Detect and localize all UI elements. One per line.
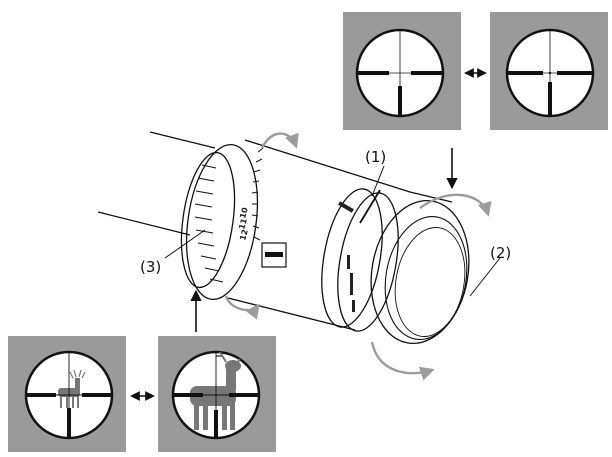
eyepiece-rear <box>180 151 236 289</box>
top-left-reticle-panel <box>343 12 461 130</box>
scale-label-11: 11 <box>237 217 249 231</box>
rear-tube-top-line <box>149 131 216 149</box>
top-right-reticle-panel <box>490 12 608 130</box>
rifle-scope <box>97 131 470 345</box>
ring-knurling <box>194 164 224 283</box>
callout-leader-1 <box>371 165 385 197</box>
rotation-arrow-icon <box>224 132 492 381</box>
magnification-ring <box>185 143 259 301</box>
rear-tube-bottom-line <box>97 211 191 236</box>
objective-collar-outer <box>337 192 399 332</box>
crosshair-reticle-icon <box>26 352 112 438</box>
body-top-edge <box>244 139 411 193</box>
zeiss-logo-icon <box>261 242 287 268</box>
magnification-scale-ticks <box>251 147 264 241</box>
callout-leader-3 <box>164 229 206 259</box>
objective-lens-ring <box>384 215 468 341</box>
ring-lettering-marks <box>338 201 355 312</box>
scale-label-10: 10 <box>238 206 250 220</box>
bottom-right-reticle-panel <box>158 336 276 452</box>
crosshair-reticle-icon <box>173 352 259 438</box>
collar-mark <box>359 189 381 224</box>
callout-1: (1) <box>365 148 386 166</box>
scale-label-12: 12 <box>238 228 250 241</box>
callout-leader-2 <box>469 257 501 297</box>
deer-icon <box>190 352 251 430</box>
bottom-left-reticle-panel <box>8 336 126 452</box>
crosshair-reticle-icon <box>357 30 443 116</box>
crosshair-reticle-icon <box>507 30 593 116</box>
callout-3: (3) <box>140 258 161 276</box>
callout-2: (2) <box>490 244 511 262</box>
objective-collar <box>321 188 383 328</box>
bell-top-edge <box>409 191 453 203</box>
objective-lens <box>394 227 466 337</box>
